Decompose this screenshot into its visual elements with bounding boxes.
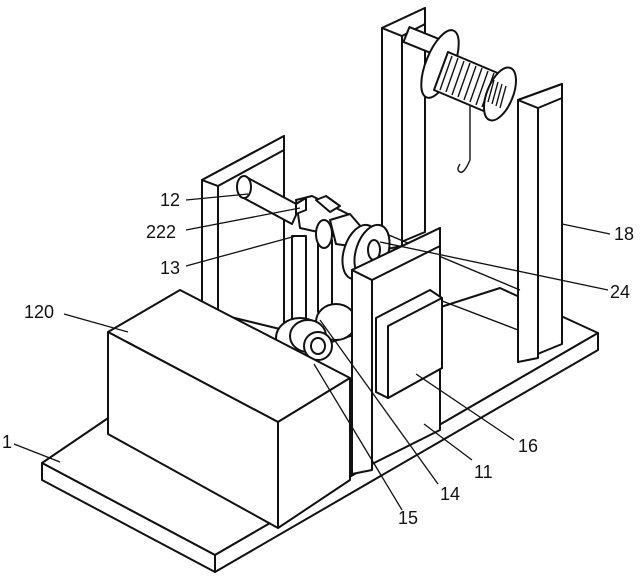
label-16: 16: [518, 436, 538, 456]
label-120: 120: [24, 302, 54, 322]
winch-drum: [402, 26, 517, 122]
coupling-assembly: [295, 195, 363, 249]
motor-pulleys: [275, 303, 357, 361]
leader-lines: [13, 193, 611, 511]
reference-labels: 1 120 12 222 13 18 24 16 11 14 15: [2, 190, 634, 528]
label-1: 1: [2, 432, 12, 452]
label-12: 12: [160, 190, 180, 210]
left-support-plate: [201, 135, 285, 331]
label-24: 24: [610, 282, 630, 302]
label-18: 18: [614, 224, 634, 244]
control-box: [375, 289, 443, 399]
horizontal-shaft: [236, 175, 301, 225]
block: [107, 289, 351, 529]
right-upright-plate: [517, 83, 563, 363]
label-14: 14: [440, 484, 460, 504]
label-222: 222: [146, 222, 176, 242]
label-13: 13: [160, 258, 180, 278]
label-15: 15: [398, 508, 418, 528]
cable-hook: [457, 98, 471, 173]
label-11: 11: [474, 462, 493, 482]
rear-upright-plate: [381, 7, 426, 251]
